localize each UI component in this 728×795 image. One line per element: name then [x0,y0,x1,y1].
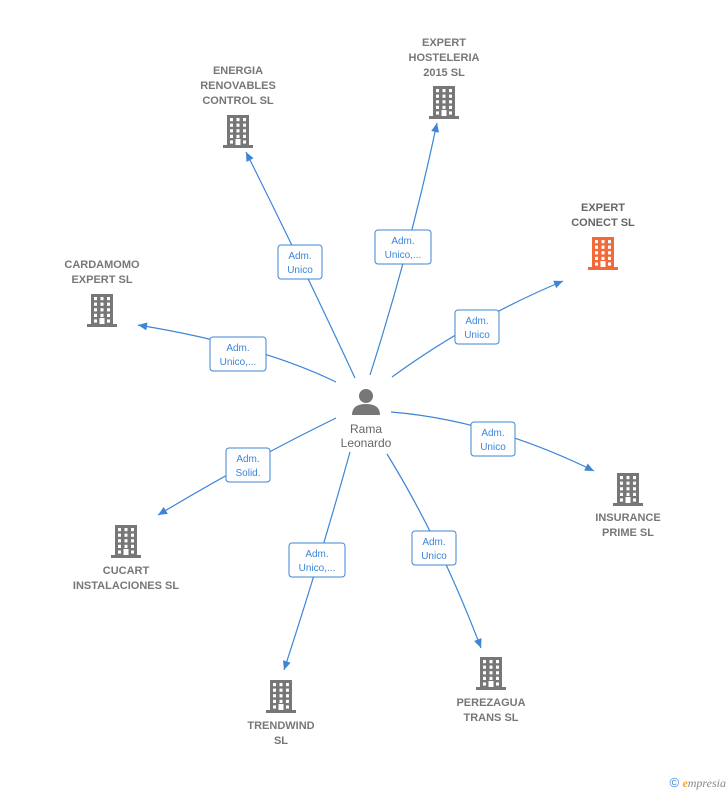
footer-brand[interactable]: © empresia [670,775,727,791]
relation-text: Unico,... [220,357,257,368]
company-label: CONECT SL [571,217,635,229]
company-node-cardamomo[interactable]: CARDAMOMO EXPERT SL [64,259,140,327]
company-node-perezagua[interactable]: PEREZAGUA TRANS SL [456,657,526,724]
building-icon [111,525,141,558]
company-label: HOSTELERIA [409,52,480,64]
building-icon [588,237,618,270]
relation-text: Adm. [236,454,259,465]
relation-text: Adm. [288,251,311,262]
arrow-icon [431,123,440,133]
building-icon [266,680,296,713]
company-label: SL [274,735,288,747]
relation-text: Unico [287,265,313,276]
relation-text: Adm. [391,236,414,247]
company-node-cucart[interactable]: CUCART INSTALACIONES SL [73,525,179,592]
relation-label-hosteleria[interactable]: Adm. Unico,... [374,229,432,265]
company-label: ENERGIA [213,65,263,77]
company-label: INSURANCE [595,512,660,524]
relation-label-insurance[interactable]: Adm. Unico [470,421,516,457]
company-label: CUCART [103,565,150,577]
relation-text: Unico [464,330,490,341]
person-name-line2: Leonardo [341,436,392,450]
person-icon [352,389,380,415]
company-label: RENOVABLES [200,80,276,92]
arrow-icon [282,660,291,670]
relation-text: Solid. [235,468,260,479]
company-node-trendwind[interactable]: TRENDWIND SL [247,680,315,747]
relation-text: Adm. [481,428,504,439]
relation-label-cucart[interactable]: Adm. Solid. [225,447,271,483]
company-node-insurance[interactable]: INSURANCE PRIME SL [595,473,661,539]
arrow-icon [138,322,148,331]
building-icon [87,294,117,327]
relation-text: Unico,... [385,250,422,261]
arrow-icon [158,506,168,515]
arrow-icon [474,638,482,648]
arrow-icon [246,152,254,162]
company-label: EXPERT SL [71,274,132,286]
relation-label-cardamomo[interactable]: Adm. Unico,... [209,336,267,372]
company-label: EXPERT [422,37,466,49]
company-label: PRIME SL [602,527,654,539]
building-icon [476,657,506,690]
company-label: EXPERT [581,202,625,214]
company-node-conect[interactable]: EXPERT CONECT SL [571,202,635,270]
company-label: TRENDWIND [247,720,314,732]
relation-text: Adm. [305,549,328,560]
copyright-icon: © [669,775,680,790]
building-icon [613,473,643,506]
arrow-icon [584,463,594,471]
company-label: 2015 SL [423,67,465,79]
person-node[interactable]: Rama Leonardo [341,389,392,450]
relation-text: Adm. [422,537,445,548]
building-icon [223,115,253,148]
relation-label-perezagua[interactable]: Adm. Unico [411,530,457,566]
relation-label-energia[interactable]: Adm. Unico [277,244,323,280]
relation-text: Unico [421,551,447,562]
relation-label-conect[interactable]: Adm. Unico [454,309,500,345]
person-name-line1: Rama [350,422,382,436]
brand-logo: empresia [682,776,726,790]
relation-text: Adm. [226,343,249,354]
company-label: CARDAMOMO [64,259,140,271]
company-node-hosteleria[interactable]: EXPERT HOSTELERIA 2015 SL [409,37,480,119]
relation-text: Adm. [465,316,488,327]
company-label: INSTALACIONES SL [73,580,179,592]
arrow-icon [553,280,563,289]
company-label: CONTROL SL [202,95,274,107]
company-label: TRANS SL [464,712,519,724]
company-node-energia[interactable]: ENERGIA RENOVABLES CONTROL SL [200,65,276,148]
company-label: PEREZAGUA [456,697,525,709]
relation-label-trendwind[interactable]: Adm. Unico,... [288,542,346,578]
relation-text: Unico,... [299,563,336,574]
relation-text: Unico [480,442,506,453]
building-icon [429,86,459,119]
